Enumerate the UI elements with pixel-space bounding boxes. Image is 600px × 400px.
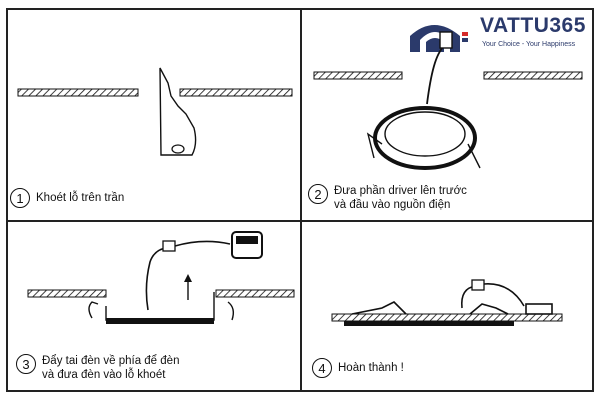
vertical-divider	[300, 8, 302, 392]
step-1-caption: 1 Khoét lỗ trên trần	[10, 188, 124, 208]
finished-install-illustration	[331, 279, 563, 326]
step-text: Đưa phần driver lên trước và đầu vào ngu…	[334, 185, 467, 211]
step-4-caption: 4 Hoàn thành !	[312, 358, 404, 378]
step-3-caption: 3 Đẩy tai đèn về phía để đèn và đưa đèn …	[16, 354, 179, 382]
step-text: Đẩy tai đèn về phía để đèn và đưa đèn và…	[42, 355, 180, 381]
brand-tagline: Your Choice - Your Happiness	[482, 41, 576, 48]
panel-step-2: 2 Đưa phần driver lên trước và đầu vào n…	[302, 10, 594, 220]
step-text: Hoàn thành !	[338, 362, 404, 374]
ceiling-cut-illustration	[17, 67, 293, 156]
step-number: 4	[312, 358, 332, 378]
horizontal-divider	[6, 220, 594, 222]
step-number: 2	[308, 184, 328, 204]
panel-step-3: 3 Đẩy tai đèn về phía để đèn và đưa đèn …	[8, 222, 300, 392]
step-2-caption: 2 Đưa phần driver lên trước và đầu vào n…	[308, 184, 467, 212]
panel-step-4: 4 Hoàn thành !	[302, 222, 594, 392]
brand-name: VATTU365	[480, 14, 586, 37]
step-text: Khoét lỗ trên trần	[36, 192, 125, 204]
light-insert-illustration	[27, 231, 295, 324]
step-number: 1	[10, 188, 30, 208]
driver-insert-illustration	[313, 31, 583, 170]
panel-step-1: 1 Khoét lỗ trên trần	[8, 10, 300, 220]
step-number: 3	[16, 354, 36, 374]
